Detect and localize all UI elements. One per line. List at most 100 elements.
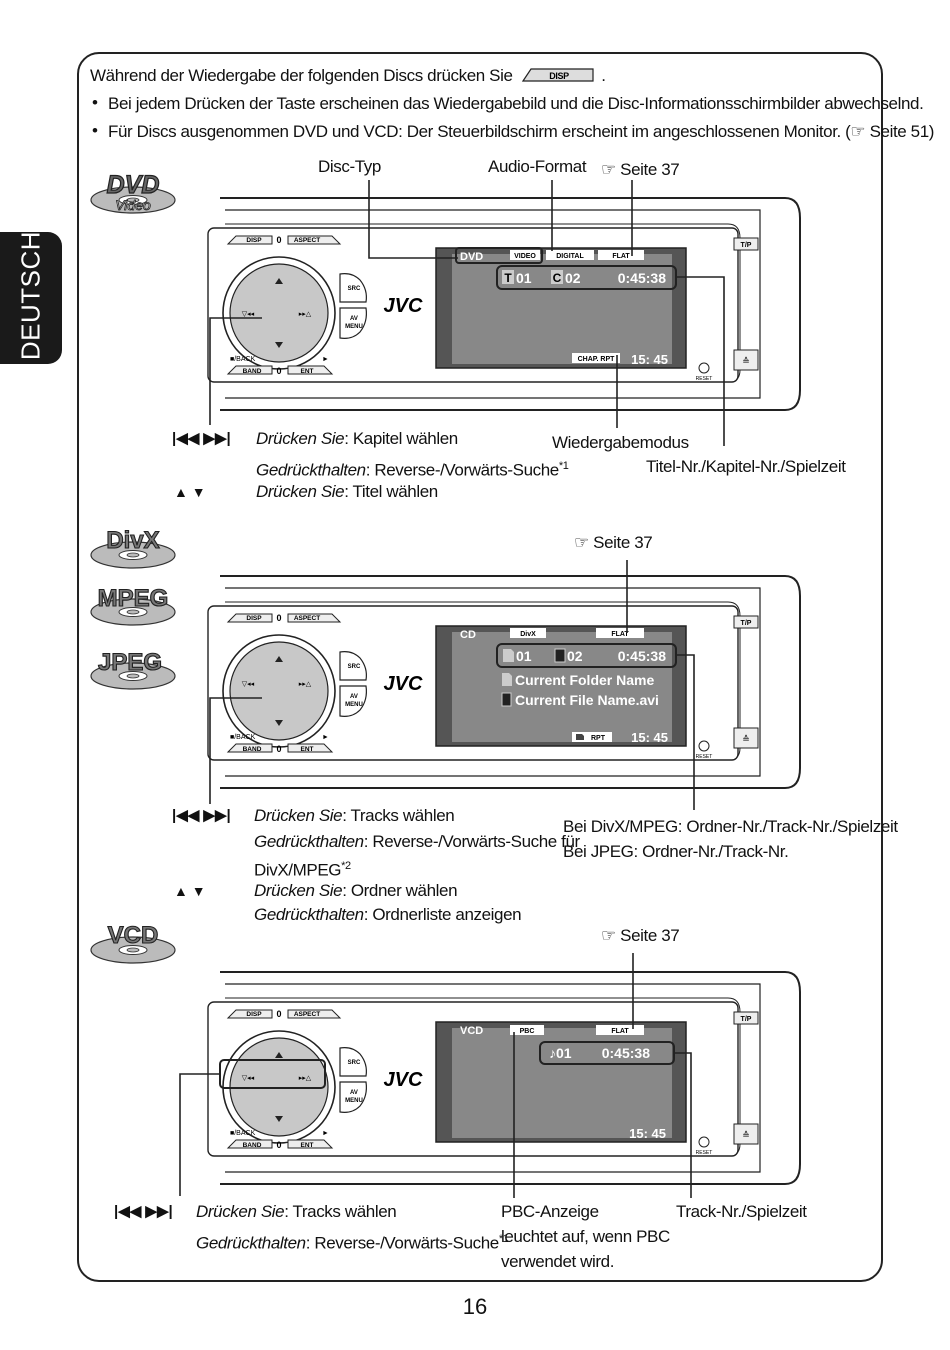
disp-button-icon: DISP	[521, 68, 594, 82]
lcd-chapter-icon: C	[553, 271, 562, 285]
disp-button-label: DISP	[246, 615, 262, 622]
instruction-line: Drücken Sie: Ordner wählen	[254, 881, 458, 900]
lcd-disc-type: CD	[460, 629, 476, 641]
label-folder-track: Bei JPEG: Ordner-Nr./Track-Nr.	[563, 842, 789, 861]
language-tab: DEUTSCH	[0, 231, 62, 364]
vcd-callout-lines	[179, 953, 692, 1198]
dvd-callout-lines	[209, 180, 725, 446]
up-down-keys-icon: ▲ ▼	[174, 484, 206, 500]
back-button-label: ■/BACK	[230, 1130, 256, 1137]
tp-button-label: T/P	[741, 242, 752, 249]
jvc-logo: JVC	[384, 295, 423, 317]
divx-logo: DivX	[90, 526, 176, 569]
disp-button-label: DISP	[246, 1011, 262, 1018]
car-unit-vcd: DISP 0 ASPECT ▽◂◂ ▸▸△ SRC AV MENU JVC ■/…	[207, 971, 801, 1185]
instruction-line: Gedrückthalten: Reverse-/Vorwärts-Suche*…	[196, 1233, 509, 1253]
intro-text: Während der Wiedergabe der folgenden Dis…	[90, 66, 513, 85]
src-button-label: SRC	[348, 664, 361, 670]
play-label: ►	[322, 356, 329, 363]
jvc-logo: JVC	[384, 673, 423, 695]
lcd-format: DivX	[520, 631, 536, 638]
label-page-ref: ☞ Seite 37	[574, 533, 653, 552]
menu-button-label: MENU	[345, 702, 363, 708]
lcd-folder-name: Current Folder Name	[515, 672, 654, 688]
lcd-disc-type: VCD	[460, 1025, 483, 1037]
intro-period: .	[601, 66, 606, 85]
band-button-label: BAND	[243, 746, 262, 753]
lcd-clock: 15: 45	[631, 352, 668, 367]
label-audio-format: Audio-Format	[488, 157, 587, 176]
vcd-logo-text: VCD	[108, 922, 159, 949]
ent-button-label: ENT	[301, 368, 314, 375]
instruction-line: Drücken Sie: Titel wählen	[256, 482, 438, 501]
label-page-ref: ☞ Seite 37	[601, 926, 680, 945]
svg-text:▽◂◂: ▽◂◂	[242, 681, 255, 688]
instruction-line: Drücken Sie: Tracks wählen	[196, 1202, 397, 1221]
lcd-title-number: 01	[516, 270, 532, 286]
lcd-mode: CHAP. RPT	[578, 356, 616, 363]
svg-text:▽◂◂: ▽◂◂	[242, 1075, 255, 1082]
dvd-logo: DVD Video	[90, 170, 176, 214]
label-track-time: Track-Nr./Spielzeit	[676, 1202, 807, 1221]
mpeg-logo-text: MPEG	[98, 585, 169, 612]
folder-icon	[503, 649, 514, 662]
back-button-label: ■/BACK	[230, 734, 256, 741]
menu-button-label: MENU	[345, 324, 363, 330]
eject-icon: ≙	[742, 356, 750, 366]
lcd-clock: 15: 45	[631, 730, 668, 745]
page-number: 16	[462, 1294, 488, 1319]
label-folder-track-time: Bei DivX/MPEG: Ordner-Nr./Track-Nr./Spie…	[563, 817, 898, 836]
lcd-pbc: PBC	[520, 1028, 535, 1035]
lcd-clock: 15: 45	[629, 1126, 666, 1141]
lcd-disc-type: DVD	[460, 251, 483, 263]
lcd-flat: FLAT	[612, 253, 630, 260]
lcd-mode: RPT	[591, 735, 606, 742]
svg-text:▸▸△: ▸▸△	[299, 1075, 312, 1082]
instruction-line: DivX/MPEG*2	[254, 860, 351, 880]
bullet-dot: •	[92, 121, 98, 140]
instruction-line: Gedrückthalten: Reverse-/Vorwärts-Suche …	[254, 832, 580, 851]
mpeg-logo: MPEG	[90, 584, 176, 626]
menu-button-label: MENU	[345, 1098, 363, 1104]
svg-text:▸▸△: ▸▸△	[299, 311, 312, 318]
divx-logo-text: DivX	[106, 527, 159, 554]
instruction-line: Gedrückthalten: Ordnerliste anzeigen	[254, 905, 522, 924]
label-pbc: verwendet wird.	[501, 1252, 615, 1271]
content-frame	[77, 52, 883, 1282]
svg-text:0: 0	[276, 613, 281, 623]
reset-label: RESET	[696, 376, 713, 382]
intro-bullet-1: Bei jedem Drücken der Taste erscheinen d…	[108, 94, 924, 113]
label-playback-mode: Wiedergabemodus	[552, 433, 689, 452]
disp-button-label: DISP	[549, 71, 569, 81]
jpeg-logo: JPEG	[90, 648, 176, 690]
svg-text:0: 0	[276, 1140, 281, 1150]
band-button-label: BAND	[243, 1142, 262, 1149]
jvc-logo: JVC	[384, 1069, 423, 1091]
svg-text:▽◂◂: ▽◂◂	[242, 311, 255, 318]
lcd-time: 0:45:38	[618, 270, 666, 286]
lcd-flat: FLAT	[611, 631, 629, 638]
reset-label: RESET	[696, 754, 713, 760]
lcd-title-icon: T	[504, 271, 512, 285]
av-button-label: AV	[350, 316, 358, 322]
instruction-line: Gedrückthalten: Reverse-/Vorwärts-Suche*…	[256, 460, 569, 480]
ent-button-label: ENT	[301, 746, 314, 753]
tp-button-label: T/P	[741, 1016, 752, 1023]
label-disc-type: Disc-Typ	[318, 157, 381, 176]
lcd-flat: FLAT	[611, 1028, 629, 1035]
svg-text:▸▸△: ▸▸△	[299, 681, 312, 688]
band-button-label: BAND	[243, 368, 262, 375]
av-button-label: AV	[350, 694, 358, 700]
aspect-button-label: ASPECT	[294, 615, 320, 622]
jpeg-logo-text: JPEG	[98, 649, 162, 676]
lcd-track-number: 02	[567, 648, 583, 664]
src-button-label: SRC	[348, 1060, 361, 1066]
lcd-chapter-number: 02	[565, 270, 581, 286]
svg-text:0: 0	[276, 366, 281, 376]
skip-keys-icon: |◀◀ ▶▶|	[114, 1203, 173, 1220]
label-pbc: leuchtet auf, wenn PBC	[501, 1227, 670, 1246]
divx-callout-lines	[209, 560, 695, 810]
label-page-ref: ☞ Seite 37	[601, 160, 680, 179]
svg-text:0: 0	[276, 235, 281, 245]
